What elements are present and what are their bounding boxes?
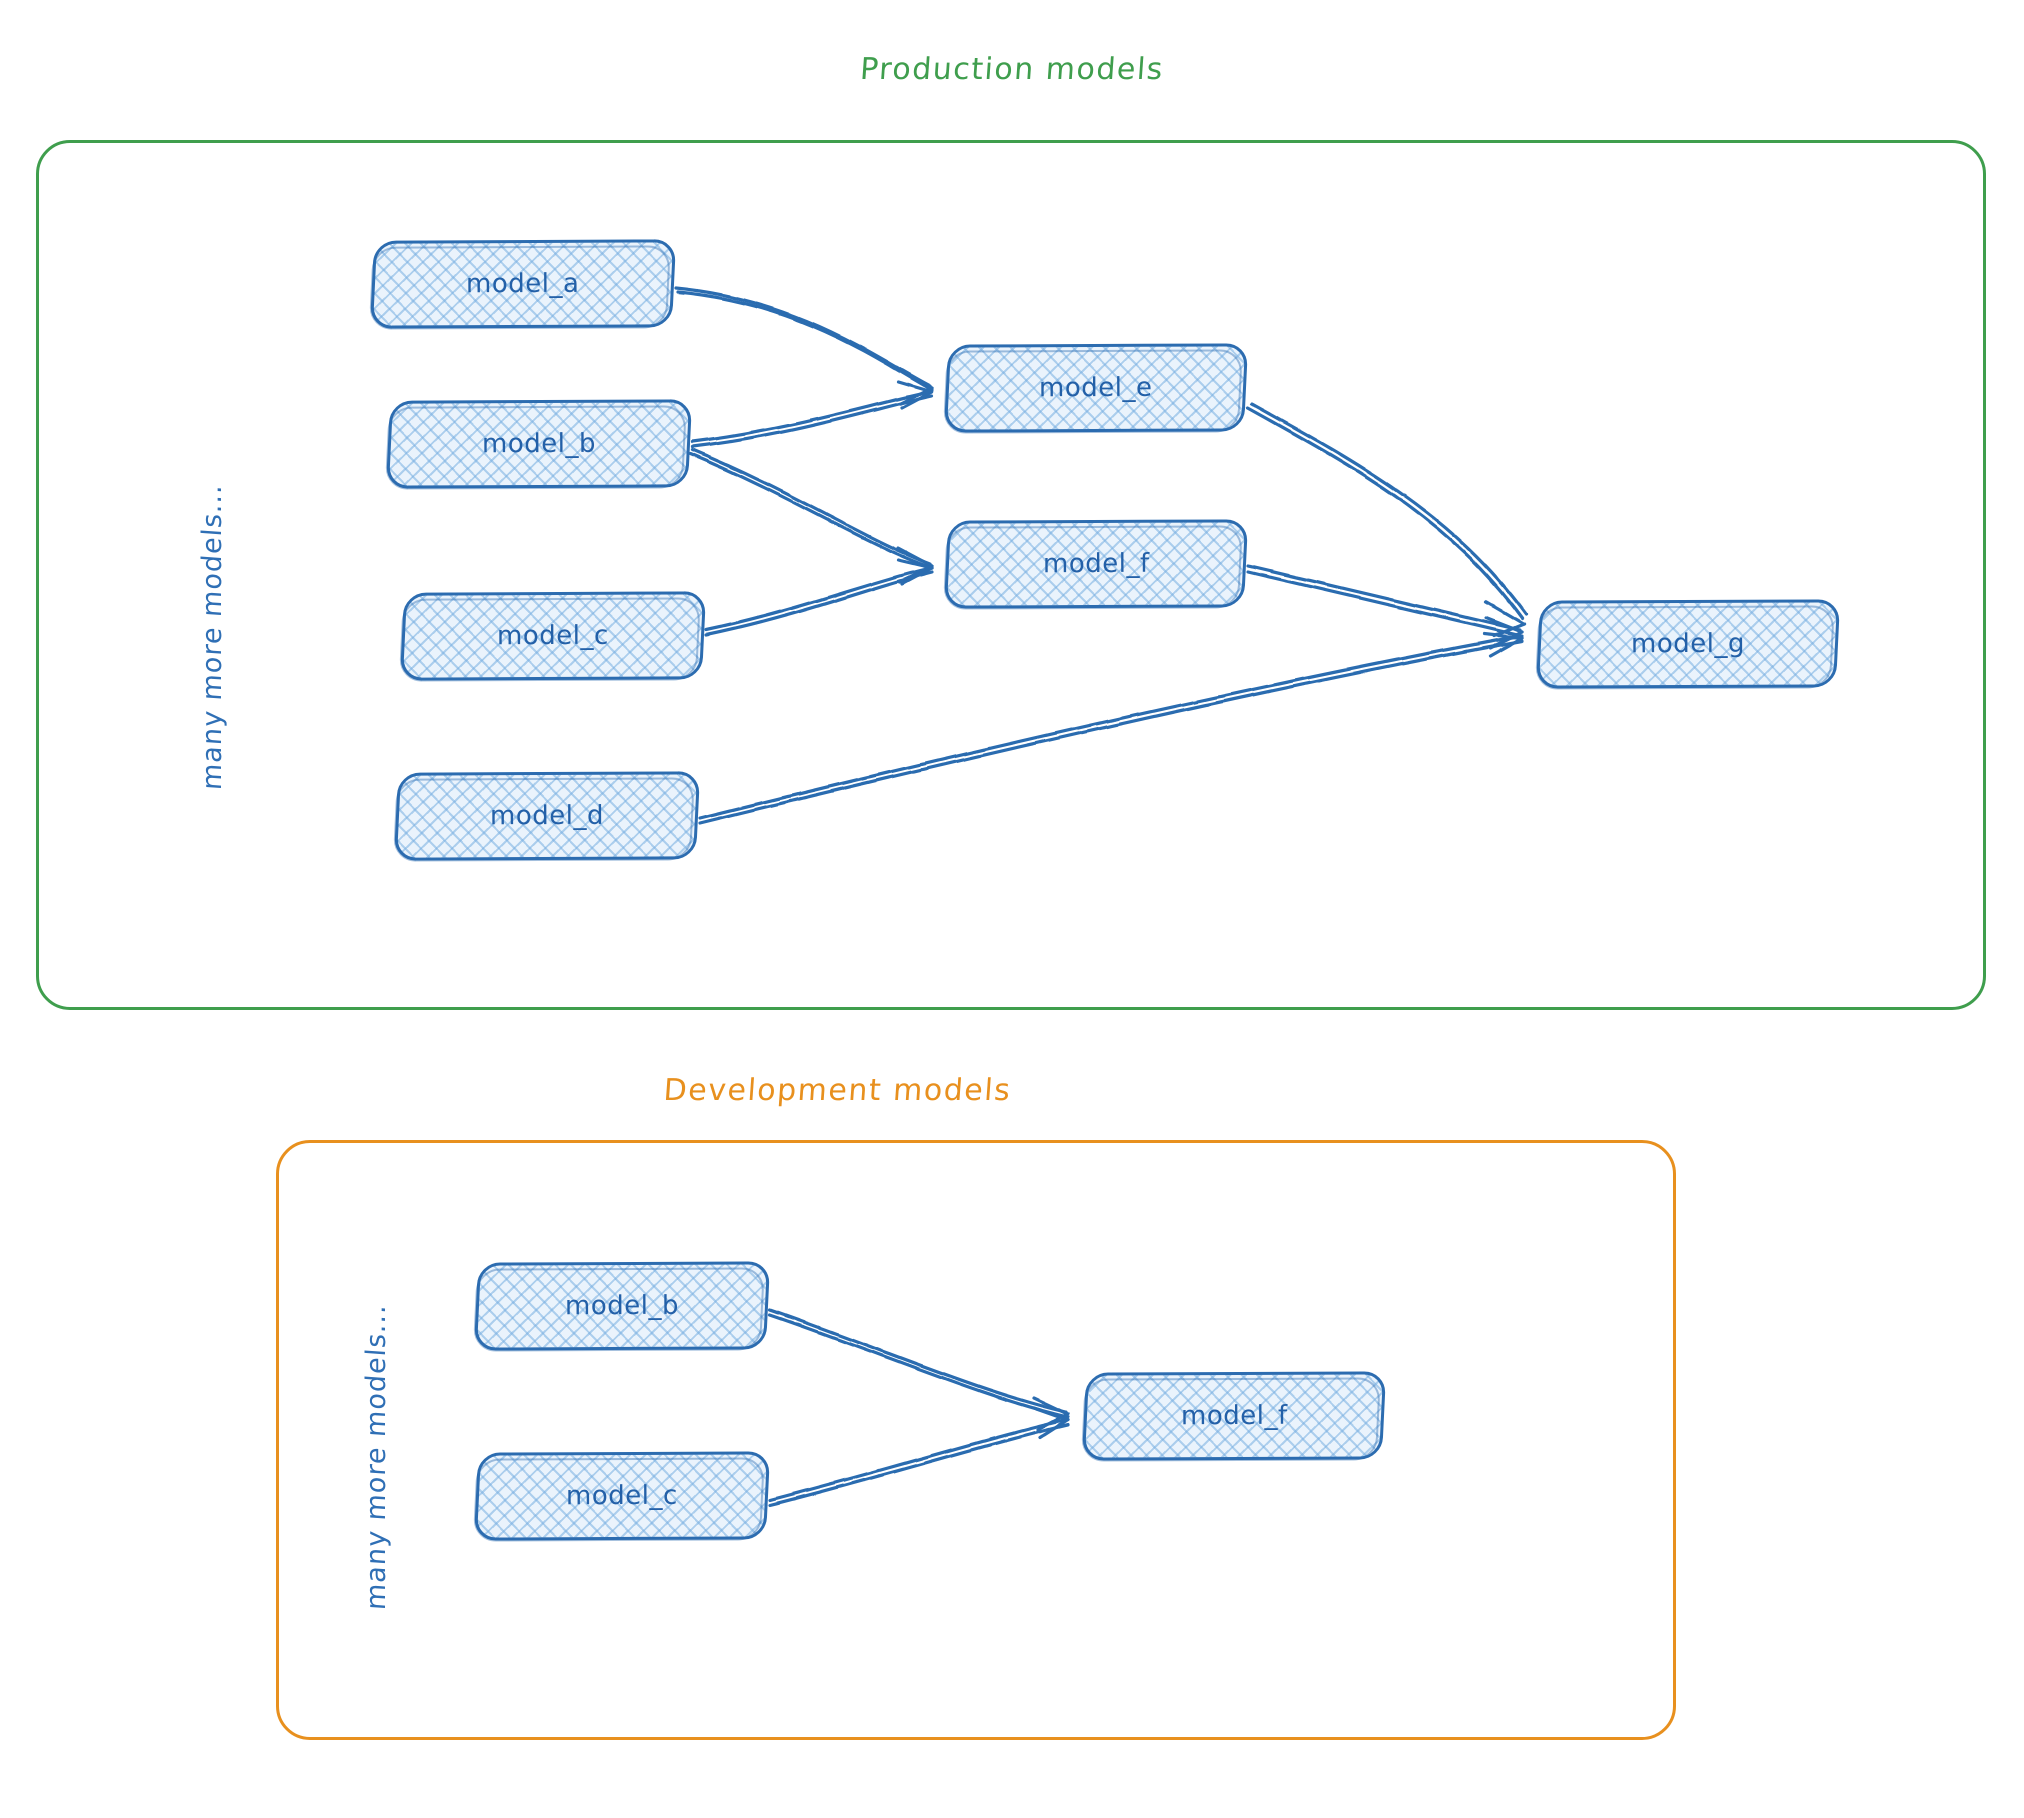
node-dev-model-b[interactable]: model_b xyxy=(473,1261,771,1351)
node-dev-model-f[interactable]: model_f xyxy=(1081,1371,1387,1461)
node-model-d-label: model_d xyxy=(489,800,605,832)
node-model-a[interactable]: model_a xyxy=(369,239,677,329)
node-model-g-label: model_g xyxy=(1630,628,1746,660)
edge-dev-model-c-to-model-f xyxy=(768,1406,1070,1507)
node-dev-model-c[interactable]: model_c xyxy=(473,1451,771,1541)
node-model-d[interactable]: model_d xyxy=(393,771,701,861)
production-many-more-models-label: many more models... xyxy=(197,482,228,791)
node-model-f-label: model_f xyxy=(1042,548,1150,580)
development-group-title: Development models xyxy=(662,1073,1013,1108)
node-dev-model-c-label: model_c xyxy=(566,1480,678,1512)
edge-model-b-to-model-e xyxy=(690,380,934,449)
node-model-c-label: model_c xyxy=(497,620,609,652)
development-group-frame xyxy=(276,1140,1676,1740)
edge-model-c-to-model-f xyxy=(704,558,934,637)
node-model-b[interactable]: model_b xyxy=(385,399,693,489)
node-dev-model-b-label: model_b xyxy=(564,1290,680,1322)
node-model-e[interactable]: model_e xyxy=(943,343,1249,433)
node-model-e-label: model_e xyxy=(1039,372,1153,404)
development-many-more-models-label: many more models... xyxy=(361,1302,392,1611)
production-group-title: Production models xyxy=(858,52,1166,87)
edge-model-d-to-model-g xyxy=(698,632,1524,825)
production-group-frame xyxy=(36,140,1986,1010)
node-dev-model-f-label: model_f xyxy=(1180,1400,1288,1432)
edge-model-e-to-model-g xyxy=(1246,402,1528,638)
node-model-a-label: model_a xyxy=(466,268,580,300)
node-model-c[interactable]: model_c xyxy=(399,591,707,681)
node-model-g[interactable]: model_g xyxy=(1535,599,1841,689)
node-model-f[interactable]: model_f xyxy=(943,519,1249,609)
node-model-b-label: model_b xyxy=(481,428,597,460)
